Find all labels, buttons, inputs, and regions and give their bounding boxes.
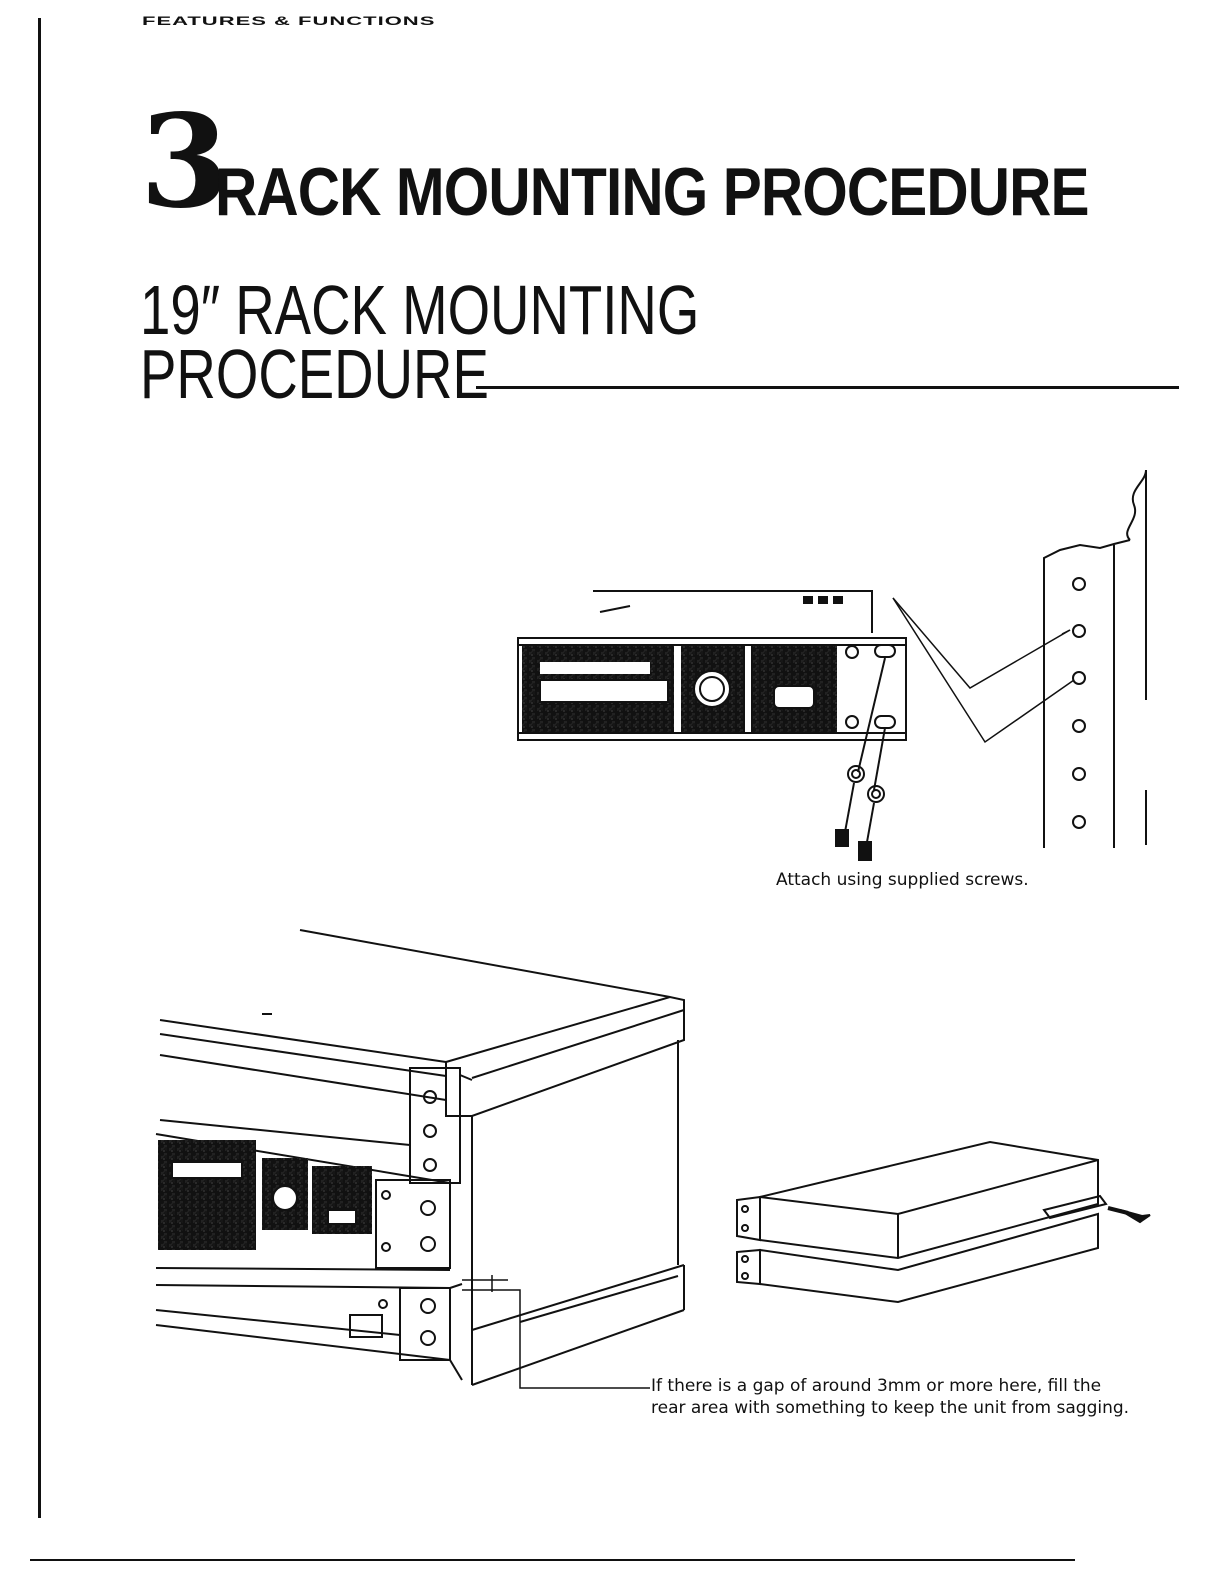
bottom-left-figure-lower-unit <box>156 1284 462 1380</box>
bottom-figure-caption-line-2: rear area with something to keep the uni… <box>651 1397 1151 1419</box>
top-figure-screws <box>836 658 885 860</box>
bottom-figure-caption-line-1: If there is a gap of around 3mm or more … <box>651 1375 1151 1397</box>
footer-rule <box>30 1559 1075 1561</box>
bottom-figure-caption: If there is a gap of around 3mm or more … <box>651 1375 1151 1419</box>
bottom-left-figure-upper-unit <box>156 1134 450 1270</box>
top-figure-unit <box>518 591 906 740</box>
top-figure-guide-lines <box>893 598 1074 742</box>
bottom-right-figure-stacked-units <box>737 1142 1150 1302</box>
top-figure-caption: Attach using supplied screws. <box>776 869 1029 891</box>
top-figure-rack-rail <box>1044 470 1146 848</box>
